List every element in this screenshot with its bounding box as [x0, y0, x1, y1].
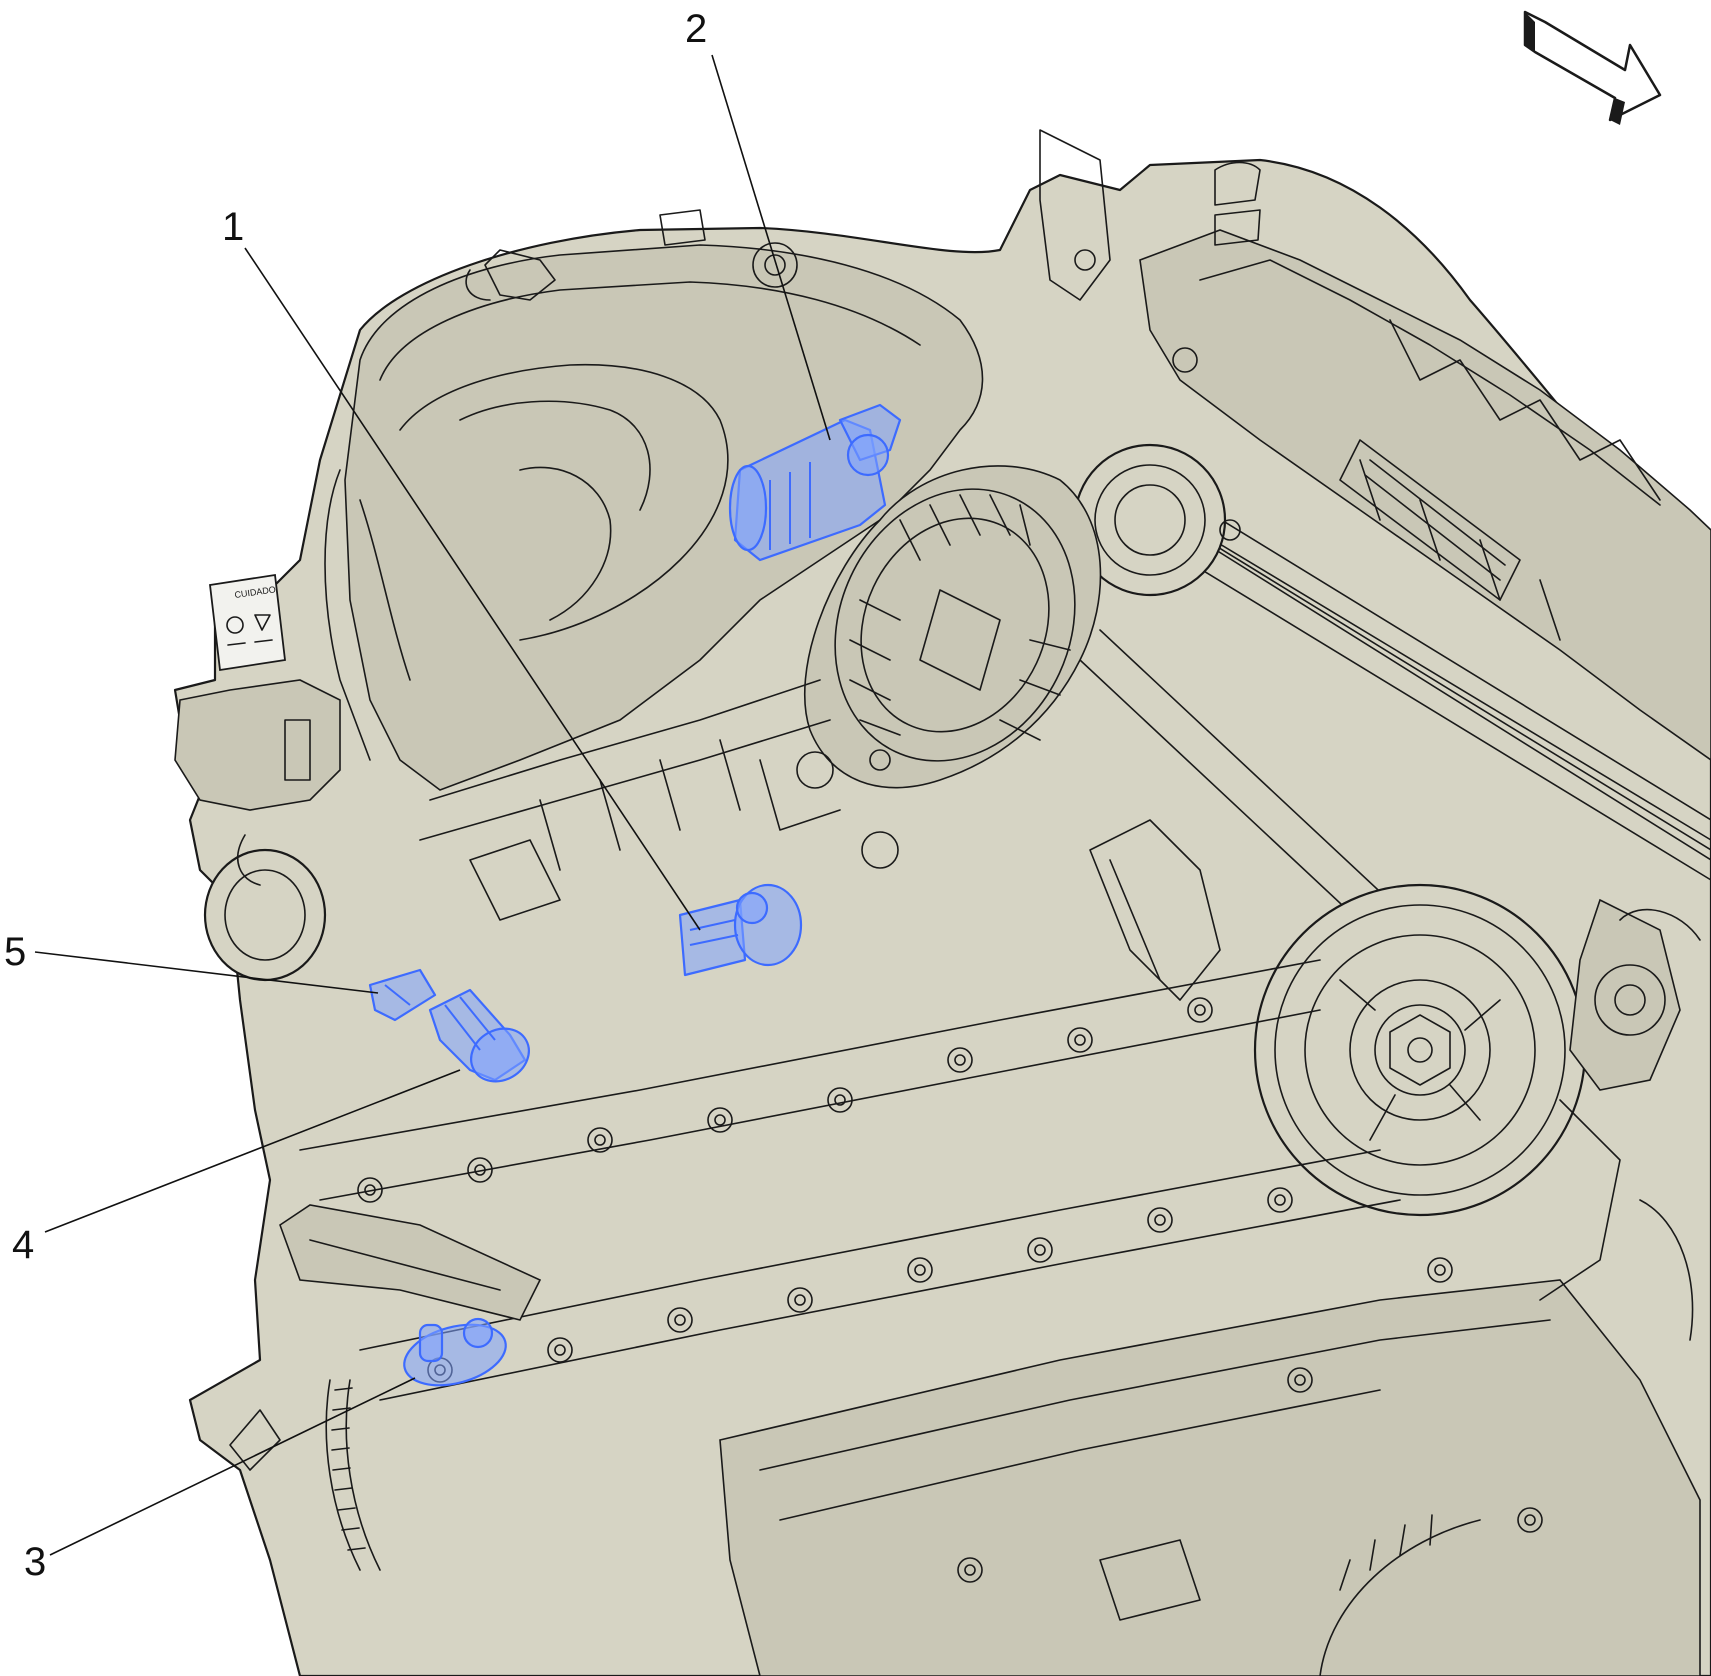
callout-labels: 1 2 3 4 5: [4, 7, 707, 1584]
callout-5: 5: [4, 930, 26, 974]
callout-4: 4: [12, 1223, 34, 1267]
oil-pan: [719, 1279, 1701, 1676]
callout-1: 1: [222, 205, 244, 249]
direction-arrow-icon: [1523, 10, 1662, 125]
leader-1: [244, 247, 701, 931]
engine-assembly: CUIDADO: [173, 129, 1711, 1676]
crank-pulley: [1253, 883, 1587, 1217]
mount-bracket: [279, 1204, 542, 1321]
leader-3: [49, 1377, 416, 1556]
valve-cover: [1139, 229, 1711, 761]
highlighted-part-2: [728, 403, 902, 562]
highlighted-part-1: [678, 883, 803, 977]
coolant-outlet: [174, 679, 341, 811]
alternator: [803, 465, 1102, 869]
highlighted-part-4: [428, 988, 530, 1083]
callout-2: 2: [685, 7, 707, 51]
leader-2: [711, 54, 831, 441]
leader-5: [34, 951, 379, 994]
callout-3: 3: [24, 1540, 46, 1584]
leader-lines: [34, 54, 831, 1556]
highlighted-part-5: [368, 968, 437, 1022]
warning-decal: CUIDADO: [209, 573, 286, 672]
leader-4: [44, 1069, 461, 1233]
highlighted-part-3: [403, 1317, 507, 1387]
timing-cover: [344, 244, 984, 791]
